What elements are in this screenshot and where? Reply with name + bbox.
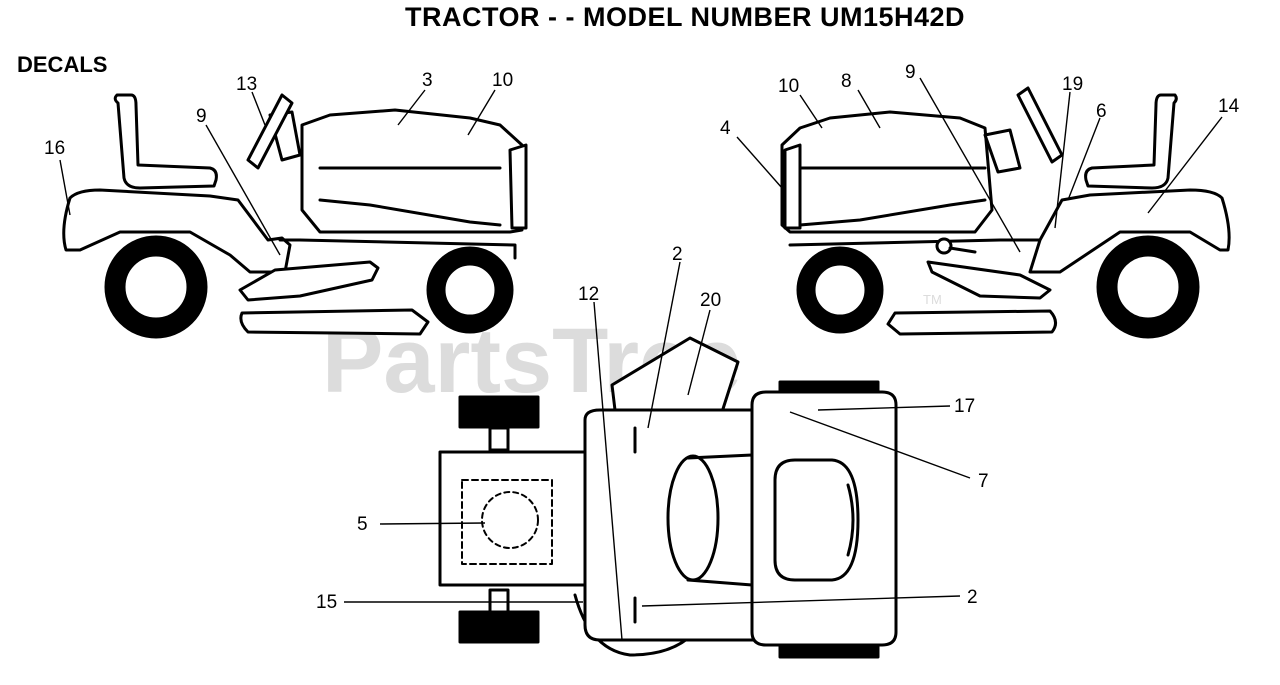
callout-2: 2 (672, 244, 683, 265)
callout-9: 9 (905, 62, 916, 83)
top-view-callouts: 2 12 20 17 7 5 15 2 (316, 244, 989, 613)
callout-7: 7 (978, 471, 989, 492)
right-view-callouts: 4 10 8 9 19 6 14 (720, 62, 1240, 139)
callout-10: 10 (778, 76, 799, 97)
callout-3: 3 (422, 70, 433, 91)
left-view-leaders (59, 89, 496, 256)
callout-19: 19 (1062, 74, 1083, 95)
tractor-top-view (438, 336, 898, 659)
callout-13: 13 (236, 74, 257, 95)
callout-15: 15 (316, 592, 337, 613)
left-view-callouts: 16 13 9 3 10 (44, 70, 513, 159)
callout-2: 2 (967, 587, 978, 608)
tractor-left-side-view (62, 93, 528, 339)
callout-17: 17 (954, 396, 975, 417)
callout-10: 10 (492, 70, 513, 91)
page-title: TRACTOR - - MODEL NUMBER UM15H42D (404, 2, 966, 32)
svg-text:TM: TM (923, 292, 942, 307)
callout-5: 5 (357, 514, 368, 535)
callout-4: 4 (720, 118, 731, 139)
top-view-leaders (344, 261, 971, 641)
callout-16: 16 (44, 138, 65, 159)
callout-8: 8 (841, 71, 852, 92)
section-title: DECALS (17, 52, 108, 77)
callout-14: 14 (1218, 96, 1240, 117)
callout-6: 6 (1096, 101, 1107, 122)
callout-9: 9 (196, 106, 207, 127)
tractor-right-side-view (780, 86, 1231, 339)
callout-12: 12 (578, 284, 599, 305)
callout-20: 20 (700, 290, 721, 311)
right-view-leaders (736, 77, 1223, 253)
